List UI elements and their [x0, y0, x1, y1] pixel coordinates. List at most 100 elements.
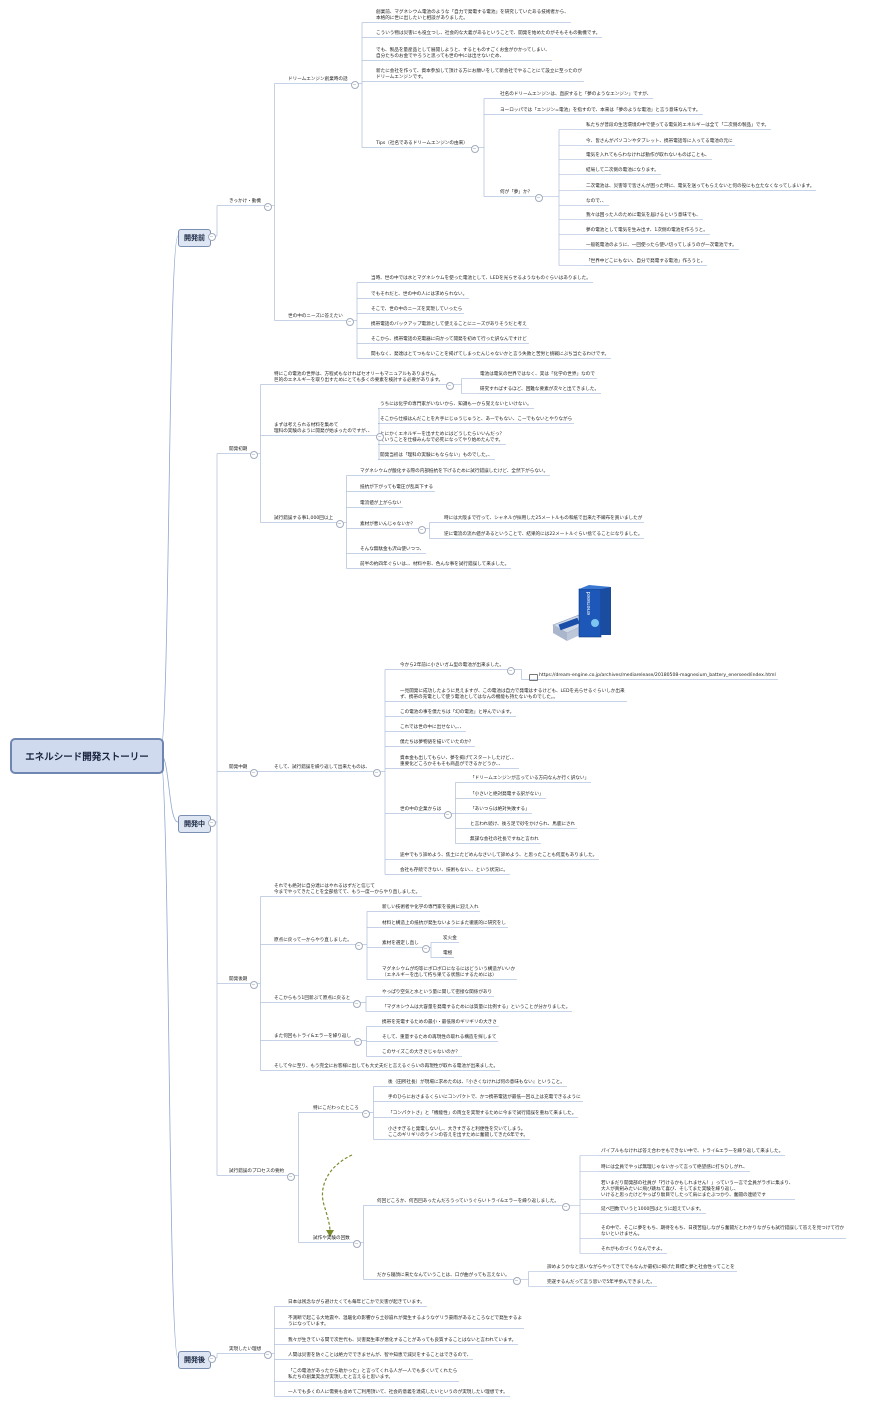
mindmap-node-n21[interactable]: 世の中のニーズに答えたい: [288, 314, 343, 319]
mindmap-node-n12[interactable]: 今、皆さんがパソコンやタブレット、携帯電話等に入ってる電池の元に: [586, 139, 733, 144]
mindmap-node-n52[interactable]: これでは世の中に出せない。、、: [400, 725, 465, 730]
mindmap-node-n38[interactable]: マグネシウムが酸化する際の内部抵抗を下げるために試行錯誤したけど、全然下がらない…: [360, 469, 549, 474]
mindmap-node-n26[interactable]: そこから、携帯電話の充電器に向かって開発を初めて行った訳なんですけど: [371, 337, 527, 342]
collapse-toggle-n10[interactable]: −: [534, 193, 543, 202]
mindmap-node-n36[interactable]: 開発当初は「理科の実験にもならない」ものでした。、: [380, 453, 493, 458]
section-after-development[interactable]: 開発後: [178, 1351, 211, 1369]
mindmap-node-n8[interactable]: 社名のドリームエンジンは、直訳すると「夢のようなエンジン」ですが、: [500, 92, 652, 97]
mindmap-node-n77[interactable]: そして、重量するための再現性の取れる構造を探しまて: [382, 1035, 497, 1040]
mindmap-node-n7[interactable]: Tips（社名であるドリームエンジンの由来）: [376, 141, 468, 146]
mindmap-node-n83[interactable]: 手のひらにおさまるくらいにコンパクトで、かつ携帯電話が最低一回以上は充電できるよ…: [388, 1095, 581, 1100]
mindmap-node-n94[interactable]: だから寝顔に来たなんていうことは、口が曲がっても言えない。: [377, 1273, 510, 1278]
collapse-toggle-n37[interactable]: −: [335, 519, 344, 528]
mindmap-node-n90[interactable]: 若いまだり開発部の社員が「行けるかもしれません！」っていう一言で全員がラボに集ま…: [601, 1181, 794, 1198]
mindmap-node-n81[interactable]: 特にこだわったところ: [313, 1106, 359, 1111]
mindmap-node-n23[interactable]: でもそれだと、世の中の人には求められない。: [371, 292, 468, 297]
collapse-toggle-n41[interactable]: −: [417, 525, 426, 534]
mindmap-node-n98[interactable]: 日本は残念ながら避けたくても毎年どこかで災害が起きています。: [288, 1300, 425, 1305]
mindmap-node-n79[interactable]: そして今に至り、もう完全にお客様に出しても大丈夫だと言えるぐらいの再現性が取れる…: [274, 1064, 499, 1069]
mindmap-node-n16[interactable]: なので、、: [586, 199, 607, 204]
mindmap-node-n32[interactable]: まずは考えられる材料を集めて 理科の実験のように開発が始まったのですが、、: [274, 423, 373, 434]
mindmap-node-n91[interactable]: 延べ回数でいうと1000回はとうに超えています。: [601, 1207, 704, 1212]
mindmap-node-n70[interactable]: 電極: [443, 951, 453, 956]
collapse-toggle-n87[interactable]: −: [561, 1202, 570, 1211]
mindmap-node-n60[interactable]: 無謀な会社の社長ですねと言われ: [470, 837, 539, 842]
mindmap-node-n46[interactable]: 開発中期: [229, 765, 248, 770]
mindmap-node-n13[interactable]: 電気を入れてもらわなければ動作が取れないものばことも、: [586, 153, 710, 158]
mindmap-node-n53[interactable]: 僕たちは夢物語を描いていたのか？: [400, 740, 474, 745]
mindmap-node-n84[interactable]: 「コンパクトさ」と「機能性」の両立を実現するために今まで試行錯誤を重ねて来ました…: [388, 1111, 577, 1116]
collapse-toggle-n1[interactable]: −: [263, 202, 272, 211]
collapse-toggle-n65[interactable]: −: [354, 941, 363, 950]
mindmap-node-n82[interactable]: 後（田所社長）が現場に求めたのは、『小さくなければ何の意味もない』ということ。: [388, 1080, 565, 1085]
mindmap-node-n103[interactable]: 一人でも多くの人に需要も含めてご利用頂いて、社会的意義を達成したいというのが実現…: [288, 1390, 508, 1395]
mindmap-node-n22[interactable]: 当時、世の中では水とマグネシウムを使った電池として、LEDを光らせるようなものぐ…: [371, 276, 591, 281]
mindmap-node-n41[interactable]: 素材が悪いんじゃないか？: [360, 522, 416, 527]
mindmap-node-n37[interactable]: 試行錯誤する事1,000回以上: [274, 516, 334, 521]
mindmap-node-n67[interactable]: 材料と構造上の抵抗が発生ないようにまた徹底的に研究をし: [382, 921, 506, 926]
mindmap-node-n34[interactable]: そこから仕様はんだことを片手にじゅうじゅうと、あーでもない、こーでもないとやりな…: [380, 417, 573, 422]
mindmap-node-n74[interactable]: 「マグネシウムは大容量を発電するためには質量に比例する」ということが分かりました…: [382, 1005, 571, 1010]
collapse-toggle-n7[interactable]: −: [470, 144, 479, 153]
mindmap-node-n50[interactable]: 一見開発に成功したように見えますが、この電池は自力で発電はするけども、LEDを光…: [400, 689, 625, 700]
collapse-toggle-s2[interactable]: −: [207, 1355, 216, 1363]
mindmap-node-n72[interactable]: そこからもう1回新ぶて原点に戻ると: [274, 996, 351, 1001]
mindmap-node-n1[interactable]: きっかけ・動機: [229, 199, 261, 204]
mindmap-node-n71[interactable]: マグネシウムが均等にボロボロになるにはどういう構造がいいか （エネルギーを出して…: [382, 967, 516, 978]
collapse-toggle-n94[interactable]: −: [512, 1276, 521, 1285]
mindmap-node-n101[interactable]: 人間は災害を防ぐことは絶力でできませんが、智や知恵で減災をすることはできるので、: [288, 1353, 472, 1358]
mindmap-node-n43[interactable]: 逆に電流の流れ値があるということで、結果的には22メートルぐらい捨てることになり…: [444, 532, 643, 537]
mindmap-node-n86[interactable]: 試作や実験の回数: [313, 1236, 350, 1241]
mindmap-node-n6[interactable]: 新たに会社を作って、資本参加して頂ける方にお願いをして新会社でやることにて設立に…: [376, 69, 582, 80]
collapse-toggle-n63[interactable]: −: [249, 980, 258, 989]
section-before-development[interactable]: 開発前: [178, 229, 211, 247]
mindmap-node-n28[interactable]: 開発初期: [229, 447, 248, 452]
mindmap-node-n15[interactable]: 二次電池は、災害等で皆さんが困った時に、電気を送ってもらえないと何の役にも立たな…: [586, 184, 815, 189]
mindmap-node-n102[interactable]: 「この電池があったから助かった」と言ってくれる人が一人でも多くいてくれたら 私た…: [288, 1369, 458, 1380]
collapse-toggle-n48[interactable]: −: [506, 666, 515, 675]
mindmap-node-n87[interactable]: 何回どころか、何百回あったんだろうっていうぐらいトライ&エラーを繰り返しました。: [377, 1199, 560, 1204]
mindmap-node-n95[interactable]: 諦めようかなと思いながらやってきてでもなんか最初に掲げた目標と夢と社会性ってこと…: [547, 1265, 735, 1270]
root-topic[interactable]: エネルシード開発ストーリー: [10, 738, 164, 774]
mindmap-node-n80[interactable]: 試行錯誤のプロセスの要約: [229, 1169, 285, 1174]
mindmap-node-n3[interactable]: 創業前、マグネシウム電池のような「自力で発電する電池」を研究していたある技術者か…: [376, 10, 569, 21]
mindmap-node-n51[interactable]: この電池の事を僕たちは「幻の電池」と呼んでいます。: [400, 710, 515, 715]
mindmap-node-n92[interactable]: その中で、そこに夢をもち、期待をもち、日夜苦悩しながら奮闘だとわかりながらも試行…: [601, 1226, 845, 1237]
collapse-toggle-n97[interactable]: −: [263, 1350, 272, 1359]
mindmap-node-n64[interactable]: それでも絶対に自分達にはやれるはずだと信じて 今までやってきたことを全部捨てて、…: [274, 884, 421, 895]
collapse-toggle-n28[interactable]: −: [249, 450, 258, 459]
mindmap-node-n4[interactable]: こういう物は災害にも役立つし、社会的な大義があるということで、開発を始めたのがそ…: [376, 31, 601, 36]
mindmap-node-n27[interactable]: 間もなく、発達はとてつもないことを掲げてしまったんじゃないかと言う失敗と苦労と挑…: [371, 352, 610, 357]
collapse-toggle-n81[interactable]: −: [361, 1109, 370, 1118]
mindmap-node-n54[interactable]: 資本金も出してもらい、夢を掲げてスタートしたけど、、 重要化どころかそもそも商品…: [400, 756, 517, 767]
mindmap-node-n29[interactable]: 特にこの電池の世界は、方程式もなければセオリーもマニュアルもありません。 巨的の…: [274, 372, 444, 383]
collapse-toggle-n47[interactable]: −: [372, 768, 381, 777]
mindmap-node-n93[interactable]: それがものづくりなんですよ。: [601, 1247, 666, 1252]
collapse-toggle-n21[interactable]: −: [345, 317, 354, 326]
collapse-toggle-n29[interactable]: −: [445, 381, 454, 390]
mindmap-node-n11[interactable]: 私たちが普段の生活環境の中で使ってる電気的エネルギーは全て「二次側の製品」です。: [586, 123, 770, 128]
collapse-toggle-n72[interactable]: −: [352, 999, 361, 1008]
mindmap-node-n19[interactable]: 一般乾電池のように、一回使ったら使い切ってしまうのが一次電池です。: [586, 243, 737, 248]
mindmap-node-n69[interactable]: 炭火金: [443, 936, 457, 941]
mindmap-node-n20[interactable]: 「世界中どこにもない、自分で発電する電池」作ろうと。: [586, 259, 706, 264]
mindmap-node-n65[interactable]: 原点に戻って一からやり直しました。: [274, 938, 352, 943]
mindmap-node-n33[interactable]: うちには化学の専門家がいないから、知識も一から覚えないといけない。: [380, 402, 532, 407]
mindmap-node-n40[interactable]: 電流値が上がらない: [360, 501, 402, 506]
collapse-toggle-n86[interactable]: −: [352, 1239, 361, 1248]
hyperlink-icon[interactable]: [529, 673, 538, 681]
mindmap-node-n99[interactable]: 不測断で起こる大地震や、温暖化の影響から土砂崩れが発生するようなゲリラ豪雨がある…: [288, 1316, 523, 1327]
mindmap-node-n58[interactable]: 「あいつらは絶対失敗する」: [470, 807, 530, 812]
mindmap-node-n78[interactable]: このサイズこの大きさじゃないのか？: [382, 1050, 460, 1055]
mindmap-node-n9[interactable]: ヨーロッパでは「エンジン=電池」を指すので、本来は「夢のような電池」と言う意味な…: [500, 108, 701, 113]
mindmap-node-n57[interactable]: 「小さいと絶対発電する訳がない」: [470, 792, 544, 797]
collapse-toggle-s1[interactable]: −: [207, 819, 216, 827]
mindmap-node-n44[interactable]: そんな無駄金も沢山使いつつ、: [360, 547, 425, 552]
mindmap-node-n63[interactable]: 開発後期: [229, 977, 248, 982]
mindmap-node-n85[interactable]: 小さすぎると発電しないし、大きすぎると利便性を欠いてしまう。 ここのギリギリのラ…: [388, 1127, 529, 1138]
mindmap-node-n89[interactable]: 時には全員でやっぱ無理じゃないかって言って絶望感に打ちひしがれ、: [601, 1165, 748, 1170]
collapse-toggle-n80[interactable]: −: [286, 1172, 295, 1181]
mindmap-node-n59[interactable]: と言われ続け、後ろ足で砂をかけられ、馬鹿にされ: [470, 822, 576, 827]
mindmap-node-n62[interactable]: 会社も存続できない、技術もない、、という状況に。: [400, 868, 508, 873]
collapse-toggle-n68[interactable]: −: [421, 944, 430, 953]
